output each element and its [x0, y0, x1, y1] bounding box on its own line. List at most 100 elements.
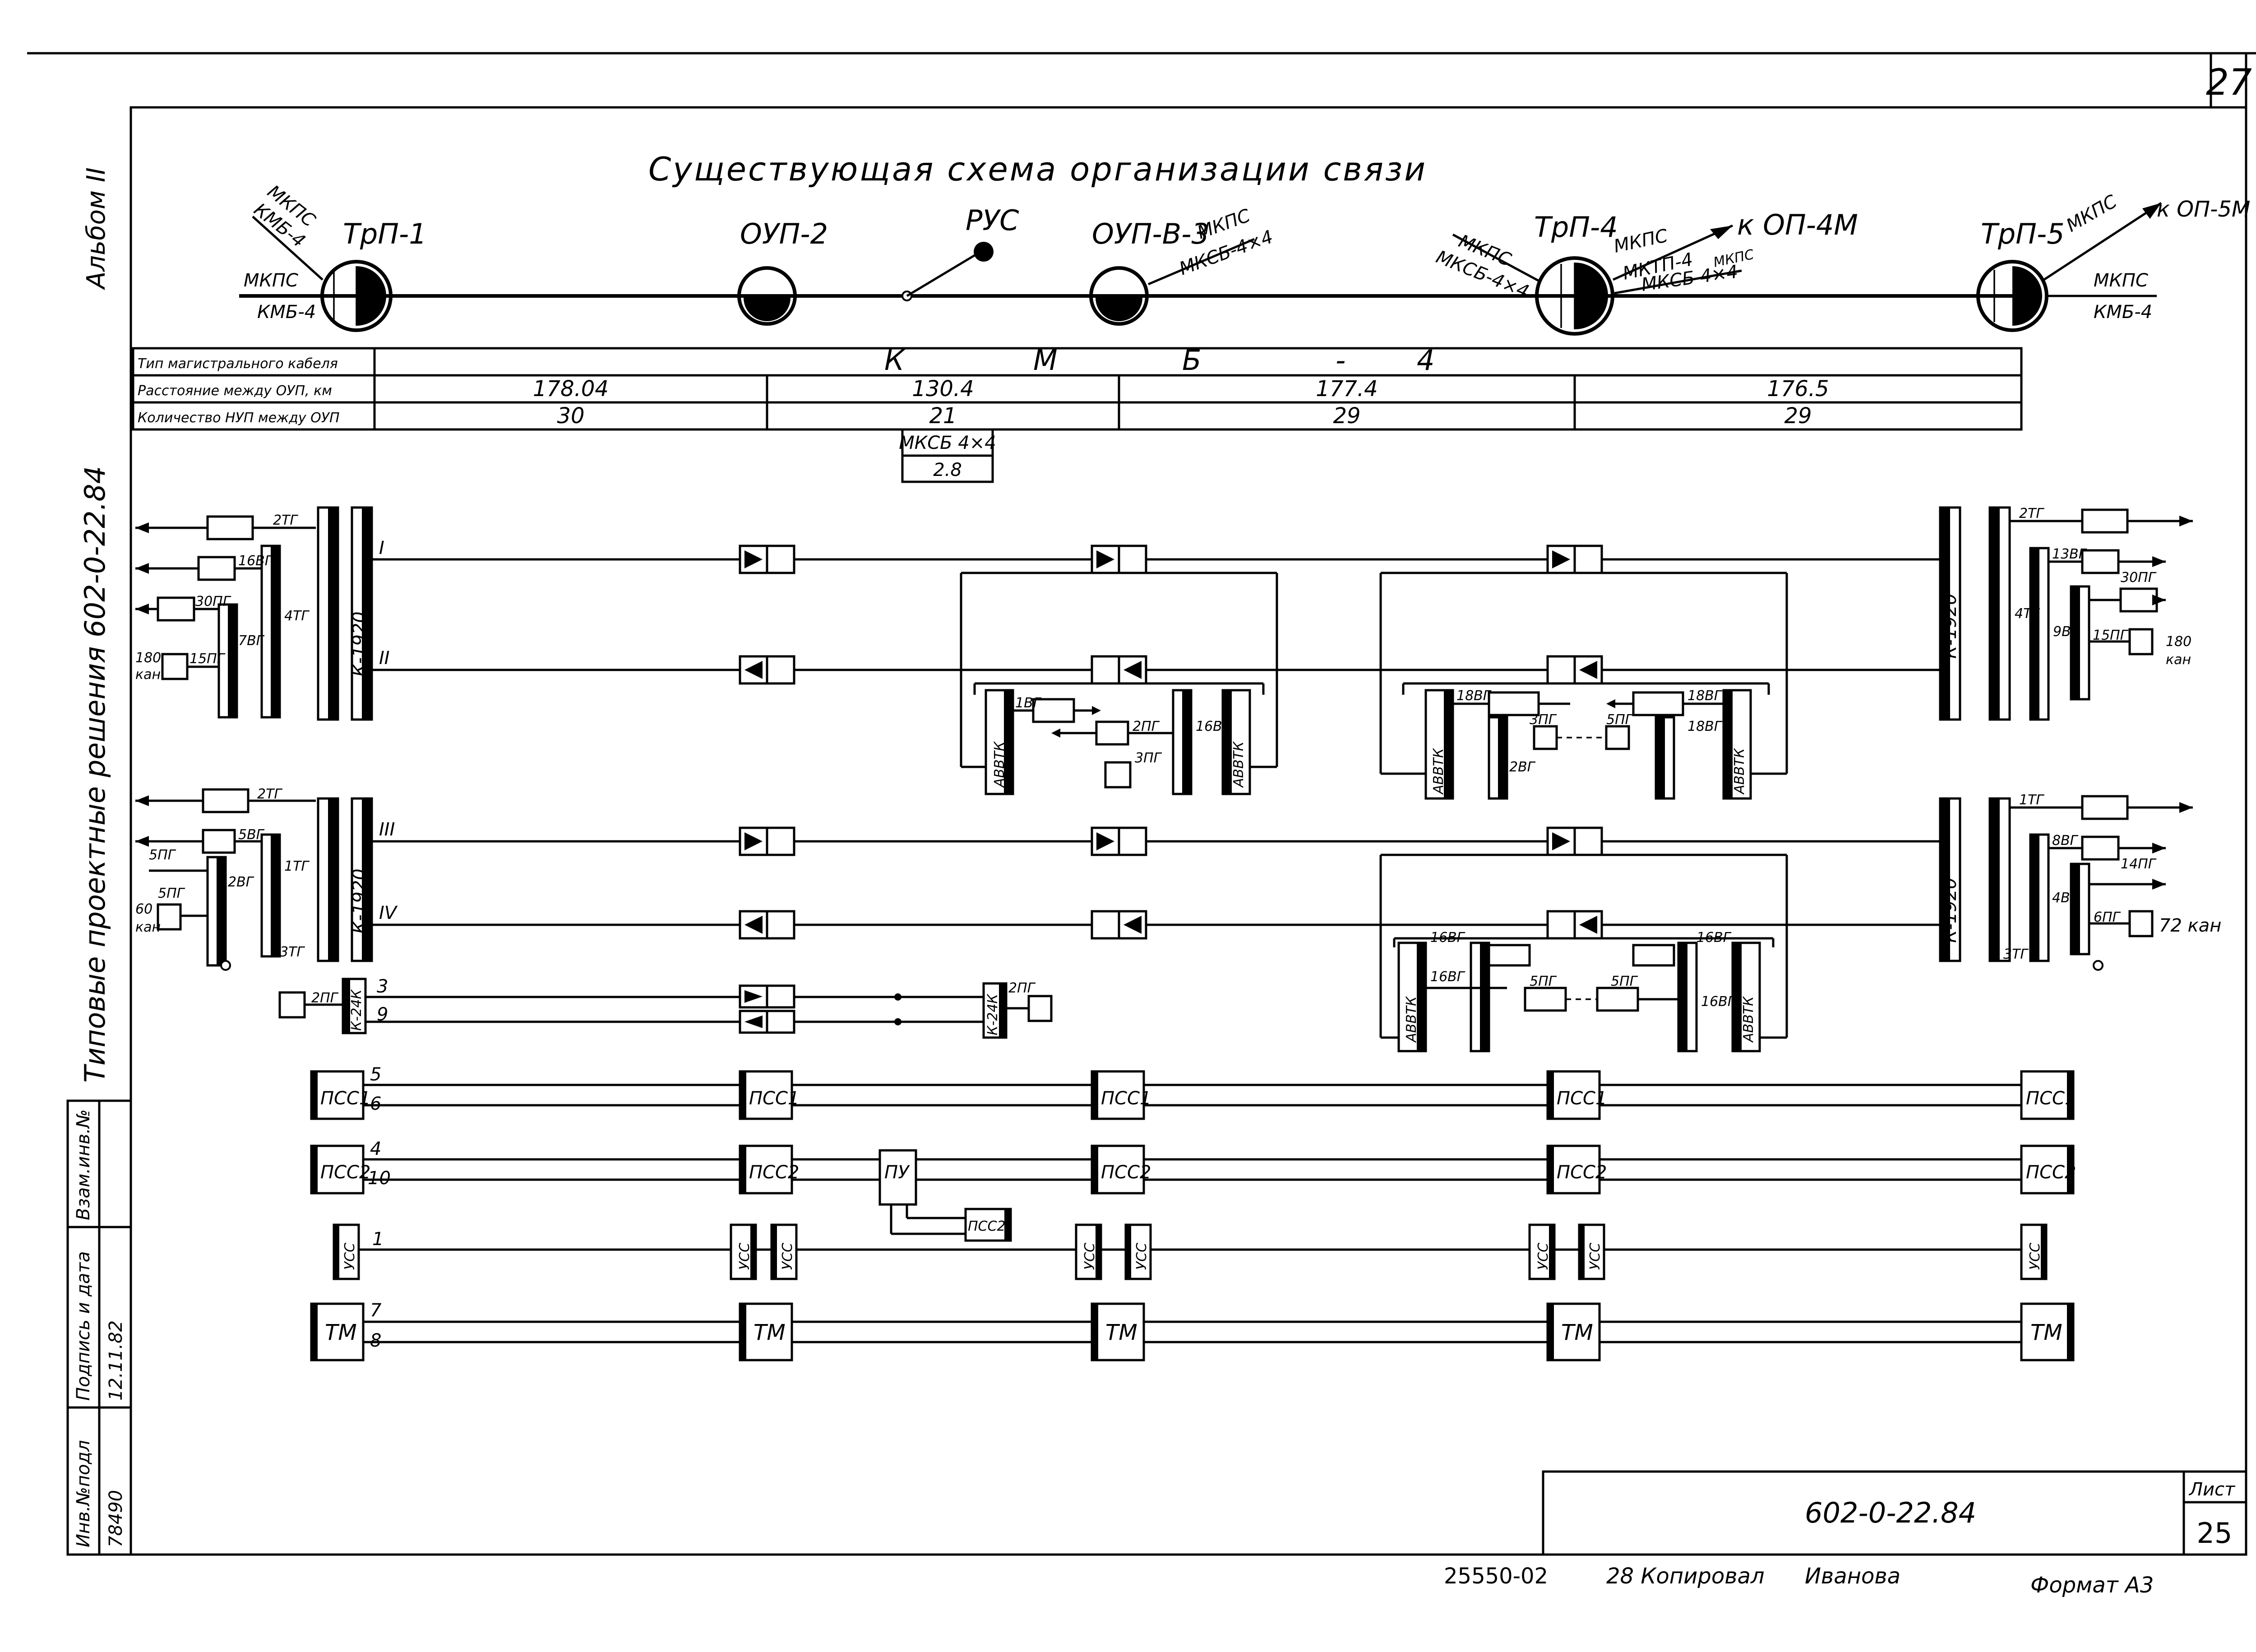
usc-label: УСС: [342, 1243, 358, 1270]
kan-180-left-unit: кан: [135, 667, 161, 683]
k1920-label: К-1920: [349, 868, 370, 934]
grp-3pg: 3ПГ: [1135, 750, 1162, 766]
distance-cell: 130.4: [912, 376, 974, 401]
station-trp4-label: ТрП-4: [1534, 211, 1618, 244]
usc-label: УСС: [1134, 1243, 1150, 1270]
pair-3: 3: [377, 976, 388, 997]
series-label: Типовые проектные решения 602-0-22.84: [79, 466, 111, 1083]
k1920-label: К-1920: [349, 611, 370, 677]
trp1-cable-mkpc-left: МКПС: [244, 270, 298, 291]
table-row-header-cable-type: Тип магистрального кабеля: [138, 356, 338, 372]
usc-label: УСС: [1082, 1243, 1098, 1270]
trp5-to-op5m: к ОП-5М: [2157, 197, 2250, 222]
usc-label: УСС: [2027, 1243, 2043, 1270]
footer-format: Формат А3: [2030, 1573, 2154, 1598]
right-terminal-upper: [1939, 506, 2193, 721]
left-terminal-upper: [135, 506, 373, 721]
stamp-inv-label: Инв.№подл: [73, 1440, 94, 1547]
station-trp1: [252, 216, 393, 332]
grp-5pg-t4l: 5ПГ: [1530, 974, 1557, 989]
psc2-label: ПСС2: [1557, 1162, 1607, 1183]
line-I: [365, 558, 1940, 671]
branch-distance: 2.8: [933, 460, 962, 480]
grp-3tg: 3ТГ: [280, 944, 305, 960]
psc2-label: ПСС2: [2026, 1162, 2076, 1183]
cable-type-letter: Б: [1182, 344, 1202, 377]
grp-5vg: 5ВГ: [238, 827, 265, 843]
grp-5pg-b: 5ПГ: [158, 886, 185, 901]
grp-16vg-t4r: 16ВГ: [1697, 930, 1732, 946]
grp-5pg: 5ПГ: [149, 847, 176, 863]
psc2-circuit: [310, 1144, 2075, 1242]
diagram-title: Существующая схема организации связи: [648, 150, 1427, 188]
kan-60-unit: кан: [135, 919, 161, 935]
grp-2pg-k24: 2ПГ: [311, 990, 339, 1006]
grp-1vg: 1ВГ: [1015, 695, 1042, 711]
avvtk-label: АВВТК: [1431, 748, 1447, 795]
table-row-header-nup: Количество НУП между ОУП: [138, 410, 340, 426]
grp-18vg-c: 18ВГ: [1687, 719, 1723, 734]
station-oup2-label: ОУП-2: [740, 217, 828, 250]
stamp-inv-value: 78490: [106, 1490, 126, 1547]
grp-2tg: 2ТГ: [273, 512, 298, 528]
k24k-system: [278, 978, 1053, 1039]
station-rus-label: РУС: [966, 204, 1019, 237]
usc-circuit: [333, 1223, 2048, 1280]
cable-table: [132, 347, 2023, 483]
psc1-label: ПСС1: [320, 1088, 370, 1109]
psc1-circuit: [310, 1070, 2075, 1120]
pair-8: 8: [370, 1330, 381, 1351]
kan-180-right-unit: кан: [2166, 652, 2191, 668]
line-label-II: II: [379, 648, 390, 669]
k24k-label: К-24К: [349, 989, 365, 1031]
avvtk-trp4-lower: [1379, 854, 1788, 1052]
grp-2pg: 2ПГ: [1133, 719, 1160, 734]
album-label: Альбом II: [82, 167, 111, 290]
title-block: [1542, 1470, 2247, 1556]
grp-2vg: 2ВГ: [228, 874, 254, 890]
trp4-cable-mkpc: МКПС: [1612, 226, 1670, 257]
grp-16vg-t4l: 16ВГ: [1430, 930, 1465, 946]
station-rus: [901, 242, 994, 301]
kan-180-left: 180: [135, 650, 161, 666]
tm-label: ТМ: [1561, 1320, 1593, 1345]
grp-18vg: 18ВГ: [1456, 688, 1492, 704]
grp-16vg-c: 16ВГ: [1196, 719, 1231, 734]
kan-72: 72 кан: [2159, 915, 2221, 936]
right-terminal-lower: [1939, 795, 2193, 971]
grp-8vg: 8ВГ: [2052, 833, 2079, 849]
grp-5pg-t4: 5ПГ: [1606, 712, 1634, 728]
kan-180-right: 180: [2166, 634, 2191, 650]
nup-cell: 21: [929, 403, 957, 429]
distance-cell: 177.4: [1316, 376, 1378, 401]
line-III: [365, 840, 1940, 926]
psc1-label: ПСС1: [1101, 1088, 1151, 1109]
station-oupv3-label: ОУП-В-3: [1092, 217, 1209, 250]
tm-circuit: [310, 1302, 2075, 1361]
k1920-label: К-1920: [1940, 593, 1960, 659]
sheet-number: 25: [2197, 1517, 2233, 1550]
stamp-sign-date: 12.11.82: [106, 1320, 126, 1401]
psc2-label: ПСС2: [749, 1162, 799, 1183]
grp-2tg-r: 2ТГ: [2019, 506, 2044, 521]
grp-7vg: 7ВГ: [238, 633, 265, 649]
usc-label: УСС: [737, 1243, 753, 1270]
grp-4vg: 4ВГ: [2052, 890, 2079, 906]
grp-16vg-t4r-b: 16ВГ: [1701, 994, 1736, 1010]
cable-type-letter: 4: [1417, 344, 1434, 377]
avvtk-label: АВВТК: [1231, 741, 1247, 788]
grp-6pg: 6ПГ: [2094, 909, 2121, 925]
avvtk-label: АВВТК: [1732, 748, 1747, 795]
stamp-swap-label: Взам.инв.№: [73, 1109, 94, 1220]
left-terminal-lower: [135, 788, 373, 971]
amplifiers-I-II: [739, 545, 1603, 685]
branch-cable-type: МКСБ 4×4: [899, 433, 996, 453]
pair-5: 5: [370, 1064, 381, 1085]
trp5-cable-mkpc-right: МКПС: [2094, 270, 2148, 291]
station-trp4: [1452, 224, 1742, 336]
station-oupv3: [1089, 238, 1255, 326]
grp-2vg-t4: 2ВГ: [1509, 759, 1536, 775]
grp-5pg-t4r: 5ПГ: [1611, 974, 1638, 989]
trp5-cable-mkpc: МКПС: [2063, 191, 2121, 236]
